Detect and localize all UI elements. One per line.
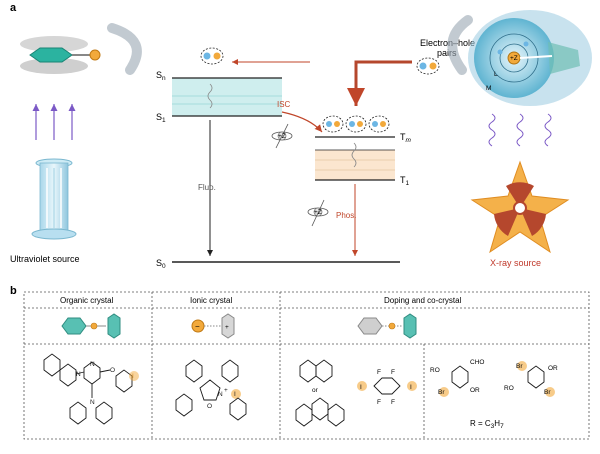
organic-molecule: N N O I N	[43, 353, 139, 425]
svg-text:OR: OR	[548, 365, 558, 372]
phos-label: Phos.	[336, 211, 356, 220]
svg-text:N: N	[76, 371, 81, 378]
uv-source-label: Ultraviolet source	[10, 254, 80, 264]
header-doping: Doping and co-crystal	[384, 296, 462, 305]
spin-icon-1: +Z	[271, 123, 293, 149]
tetrafluoro-diiodobenzene: I I F F F F	[357, 369, 417, 406]
or-label: or	[312, 387, 319, 394]
uv-arrows	[32, 104, 76, 140]
organic-schematic	[61, 313, 121, 339]
fluo-label: Fluo.	[198, 183, 216, 192]
svg-text:Br: Br	[516, 363, 523, 370]
level-s1-label: S1	[156, 112, 166, 124]
svg-text:+Z: +Z	[314, 209, 322, 216]
phenanthrene-molecule	[295, 397, 345, 427]
curved-arrow-left	[107, 23, 142, 75]
level-s0-label: S0	[156, 258, 166, 270]
level-t1-label: T1	[400, 175, 410, 187]
svg-text:F: F	[377, 369, 381, 376]
isc-label: ISC	[277, 100, 291, 109]
triplet-band	[315, 150, 395, 180]
xray-waves	[488, 113, 552, 147]
svg-text:O: O	[207, 403, 212, 410]
svg-text:RO: RO	[504, 385, 514, 392]
level-tm-label: Tm	[400, 132, 412, 144]
electron-hole-pairs-tm	[322, 115, 390, 133]
panel-b-letter: b	[10, 285, 17, 297]
svg-text:+Z: +Z	[278, 133, 286, 140]
bromo-benzaldehyde: RO CHO OR Br	[430, 359, 484, 397]
singlet-band	[172, 78, 282, 116]
spin-icon-2: +Z	[307, 199, 329, 227]
naphthalene-molecule	[299, 359, 333, 383]
svg-text:F: F	[377, 399, 381, 406]
doping-schematic	[357, 313, 417, 339]
shell-m-label: M	[486, 85, 491, 92]
atom-icon: +Z L M	[468, 10, 592, 106]
svg-text:+Z: +Z	[510, 55, 518, 62]
svg-text:−: −	[195, 322, 200, 331]
electron-hole-label-2: pairs	[437, 48, 457, 58]
isc-arrow	[281, 111, 323, 133]
svg-text:Br: Br	[544, 389, 551, 396]
r-group-formula: R = C3H7	[470, 419, 504, 430]
header-organic: Organic crystal	[60, 296, 114, 305]
svg-text:OR: OR	[470, 387, 480, 394]
ionic-schematic: − +	[191, 313, 235, 339]
svg-text:Br: Br	[438, 389, 445, 396]
svg-text:I: I	[360, 384, 362, 391]
svg-text:RO: RO	[430, 367, 440, 374]
svg-text:N: N	[218, 391, 223, 398]
dibromo-dialkoxybenzene: Br Br OR RO	[504, 361, 558, 397]
ionic-molecule: O N + I	[175, 359, 247, 421]
xray-source-label: X-ray source	[490, 258, 541, 268]
molecule-icon	[20, 36, 101, 74]
table-frame	[23, 291, 590, 440]
panel-a-letter: a	[10, 2, 17, 14]
svg-text:+: +	[224, 387, 228, 394]
svg-text:CHO: CHO	[470, 359, 484, 366]
electron-hole-pair-sn	[200, 47, 224, 65]
curved-arrow-right	[447, 15, 473, 75]
svg-text:F: F	[391, 399, 395, 406]
excitation-arrow	[347, 60, 412, 106]
radiation-icon	[470, 160, 570, 254]
svg-text:I: I	[234, 391, 236, 398]
svg-text:I: I	[410, 384, 412, 391]
shell-l-label: L	[494, 71, 498, 78]
svg-text:F: F	[391, 369, 395, 376]
level-sn-label: Sn	[156, 70, 166, 82]
header-ionic: Ionic crystal	[190, 296, 232, 305]
svg-text:+: +	[225, 324, 229, 331]
electron-hole-pair-source	[416, 57, 440, 75]
svg-text:N: N	[90, 361, 95, 368]
svg-text:O: O	[110, 367, 115, 374]
uv-lamp-icon	[31, 158, 77, 240]
svg-text:N: N	[90, 399, 95, 406]
